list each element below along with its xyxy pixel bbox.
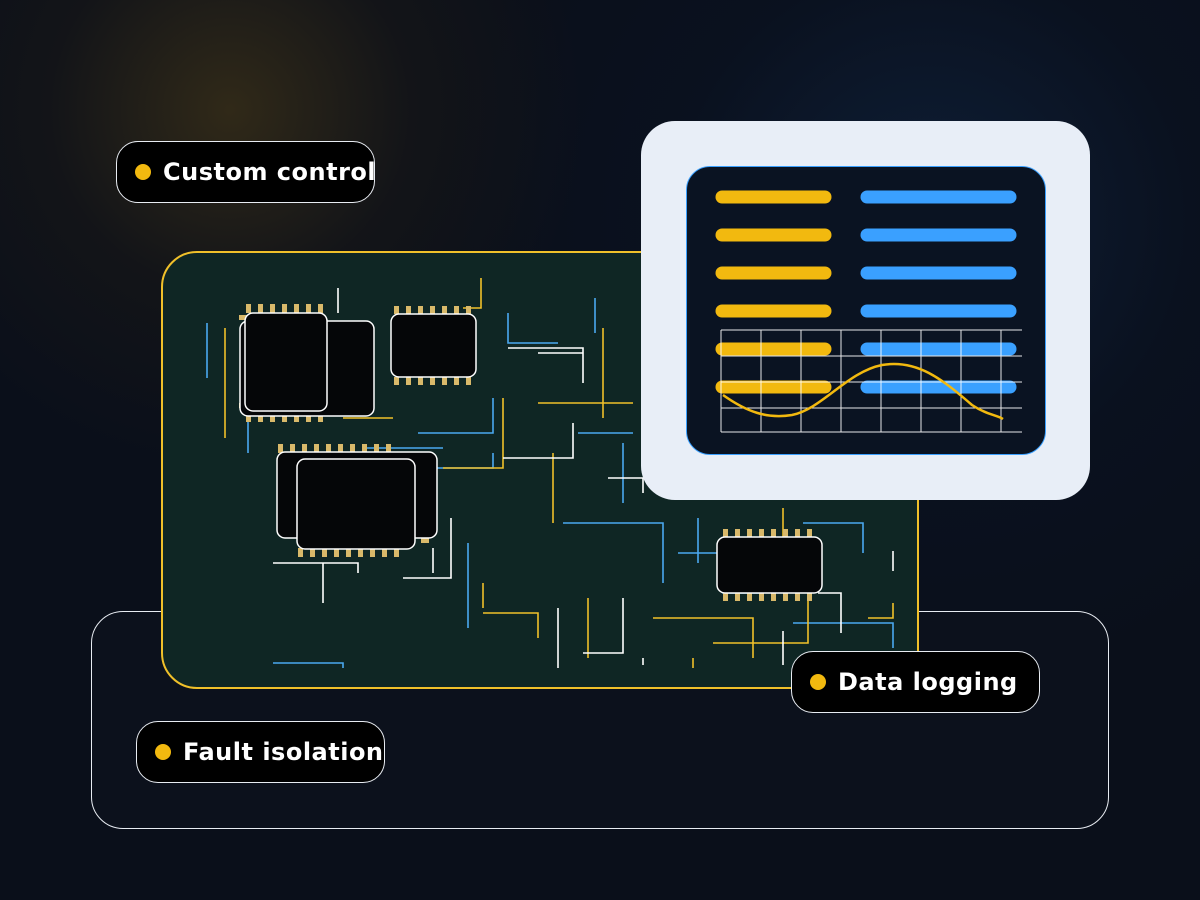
yellow-dot-icon: [155, 744, 171, 760]
graph-grid: [720, 329, 1022, 433]
monitor-screen: [686, 166, 1046, 455]
dashboard-graphic: [715, 190, 1022, 433]
feature-pill-custom-control: Custom control: [116, 141, 377, 203]
microchip-icon: [390, 306, 477, 385]
wave-line: [722, 362, 1004, 421]
feature-pill-fault-isolation: Fault isolation: [136, 721, 385, 783]
feature-pill-data-logging: Data logging: [791, 651, 1040, 713]
dashboard-monitor-icon: [641, 121, 1090, 500]
circuit-traces: [206, 278, 894, 668]
microchip-icon: [716, 529, 823, 601]
microchip-icon: [276, 444, 438, 557]
feature-label: Data logging: [838, 668, 1018, 696]
yellow-dot-icon: [135, 164, 151, 180]
feature-label: Custom control: [163, 158, 377, 186]
microchip-icon: [239, 304, 375, 422]
feature-label: Fault isolation: [183, 738, 384, 766]
yellow-dot-icon: [810, 674, 826, 690]
